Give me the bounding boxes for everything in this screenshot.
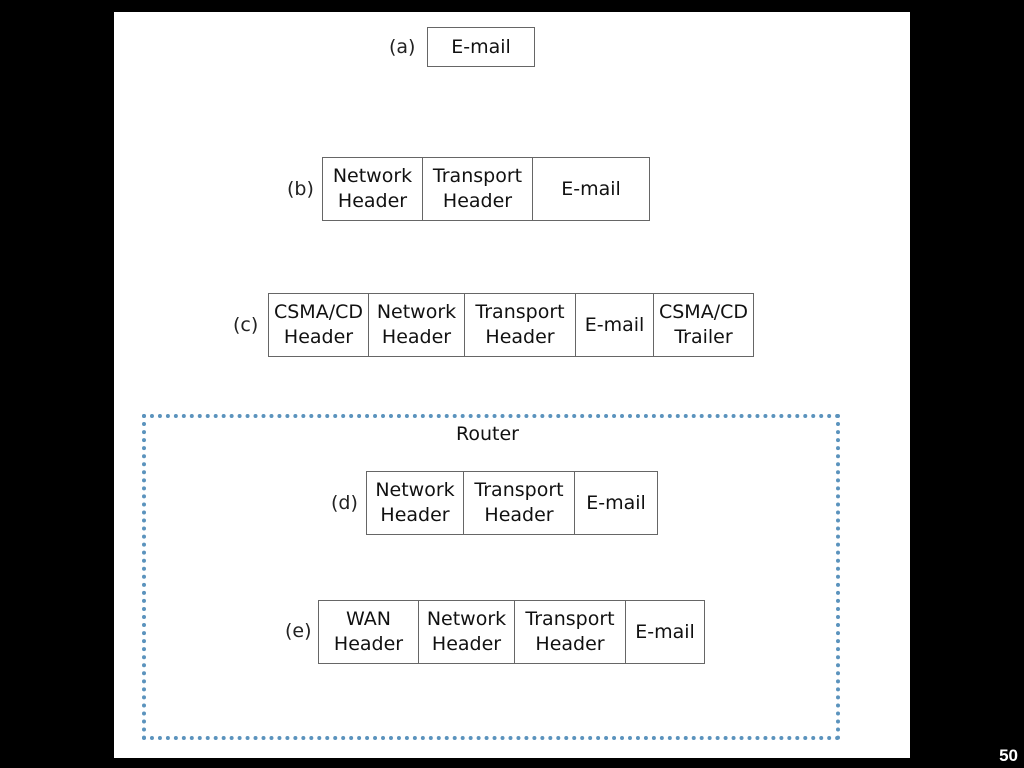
frame-d: Network Header Transport Header E-mail	[366, 471, 658, 535]
segment-email: E-mail	[533, 158, 649, 220]
segment-text: Header	[484, 504, 554, 526]
segment-text: Network	[332, 165, 413, 187]
slide-canvas: (a) E-mail (b) Network Header Transport …	[114, 12, 910, 758]
segment-network-header: Network Header	[369, 294, 465, 356]
segment-text: Header	[380, 504, 450, 526]
segment-text: Transport	[475, 301, 565, 323]
row-label-a: (a)	[389, 36, 416, 58]
segment-transport-header: Transport Header	[464, 472, 575, 534]
segment-network-header: Network Header	[367, 472, 464, 534]
page-number: 50	[999, 746, 1018, 765]
row-label-b: (b)	[287, 178, 314, 200]
row-label-d: (d)	[331, 492, 358, 514]
segment-text: Header	[381, 326, 452, 348]
segment-text: CSMA/CD	[273, 301, 364, 323]
segment-transport-header: Transport Header	[423, 158, 533, 220]
segment-wan-header: WAN Header	[319, 601, 419, 663]
segment-text: Transport	[432, 165, 523, 187]
segment-transport-header: Transport Header	[465, 294, 576, 356]
segment-text: Header	[442, 190, 513, 212]
segment-text: E-mail	[561, 177, 621, 200]
segment-email: E-mail	[626, 601, 704, 663]
segment-email: E-mail	[428, 28, 534, 66]
frame-e: WAN Header Network Header Transport Head…	[318, 600, 705, 664]
frame-c: CSMA/CD Header Network Header Transport …	[268, 293, 754, 357]
segment-text: E-mail	[584, 313, 645, 336]
segment-text: CSMA/CD	[658, 301, 749, 323]
segment-email: E-mail	[575, 472, 657, 534]
segment-text: Network	[426, 608, 507, 630]
segment-text: E-mail	[635, 620, 695, 643]
segment-text: Header	[283, 326, 354, 348]
segment-text: Trailer	[674, 326, 733, 348]
segment-text: Header	[485, 326, 555, 348]
segment-text: E-mail	[586, 491, 646, 514]
segment-transport-header: Transport Header	[515, 601, 626, 663]
row-label-c: (c)	[233, 314, 259, 336]
router-boundary	[142, 414, 840, 740]
row-label-e: (e)	[285, 620, 312, 642]
frame-b: Network Header Transport Header E-mail	[322, 157, 650, 221]
segment-csmacd-trailer: CSMA/CD Trailer	[654, 294, 753, 356]
segment-text: Header	[337, 190, 408, 212]
segment-text: Header	[333, 633, 404, 655]
segment-text: WAN	[346, 608, 391, 630]
segment-network-header: Network Header	[323, 158, 423, 220]
router-label: Router	[456, 423, 519, 445]
segment-text: Header	[431, 633, 502, 655]
segment-text: Network	[376, 301, 457, 323]
segment-text: Header	[535, 633, 605, 655]
segment-text: Transport	[474, 479, 564, 501]
segment-text: E-mail	[451, 35, 511, 58]
segment-text: Network	[375, 479, 455, 501]
frame-a: E-mail	[427, 27, 535, 67]
segment-text: Transport	[525, 608, 615, 630]
segment-csmacd-header: CSMA/CD Header	[269, 294, 369, 356]
segment-email: E-mail	[576, 294, 654, 356]
segment-network-header: Network Header	[419, 601, 515, 663]
